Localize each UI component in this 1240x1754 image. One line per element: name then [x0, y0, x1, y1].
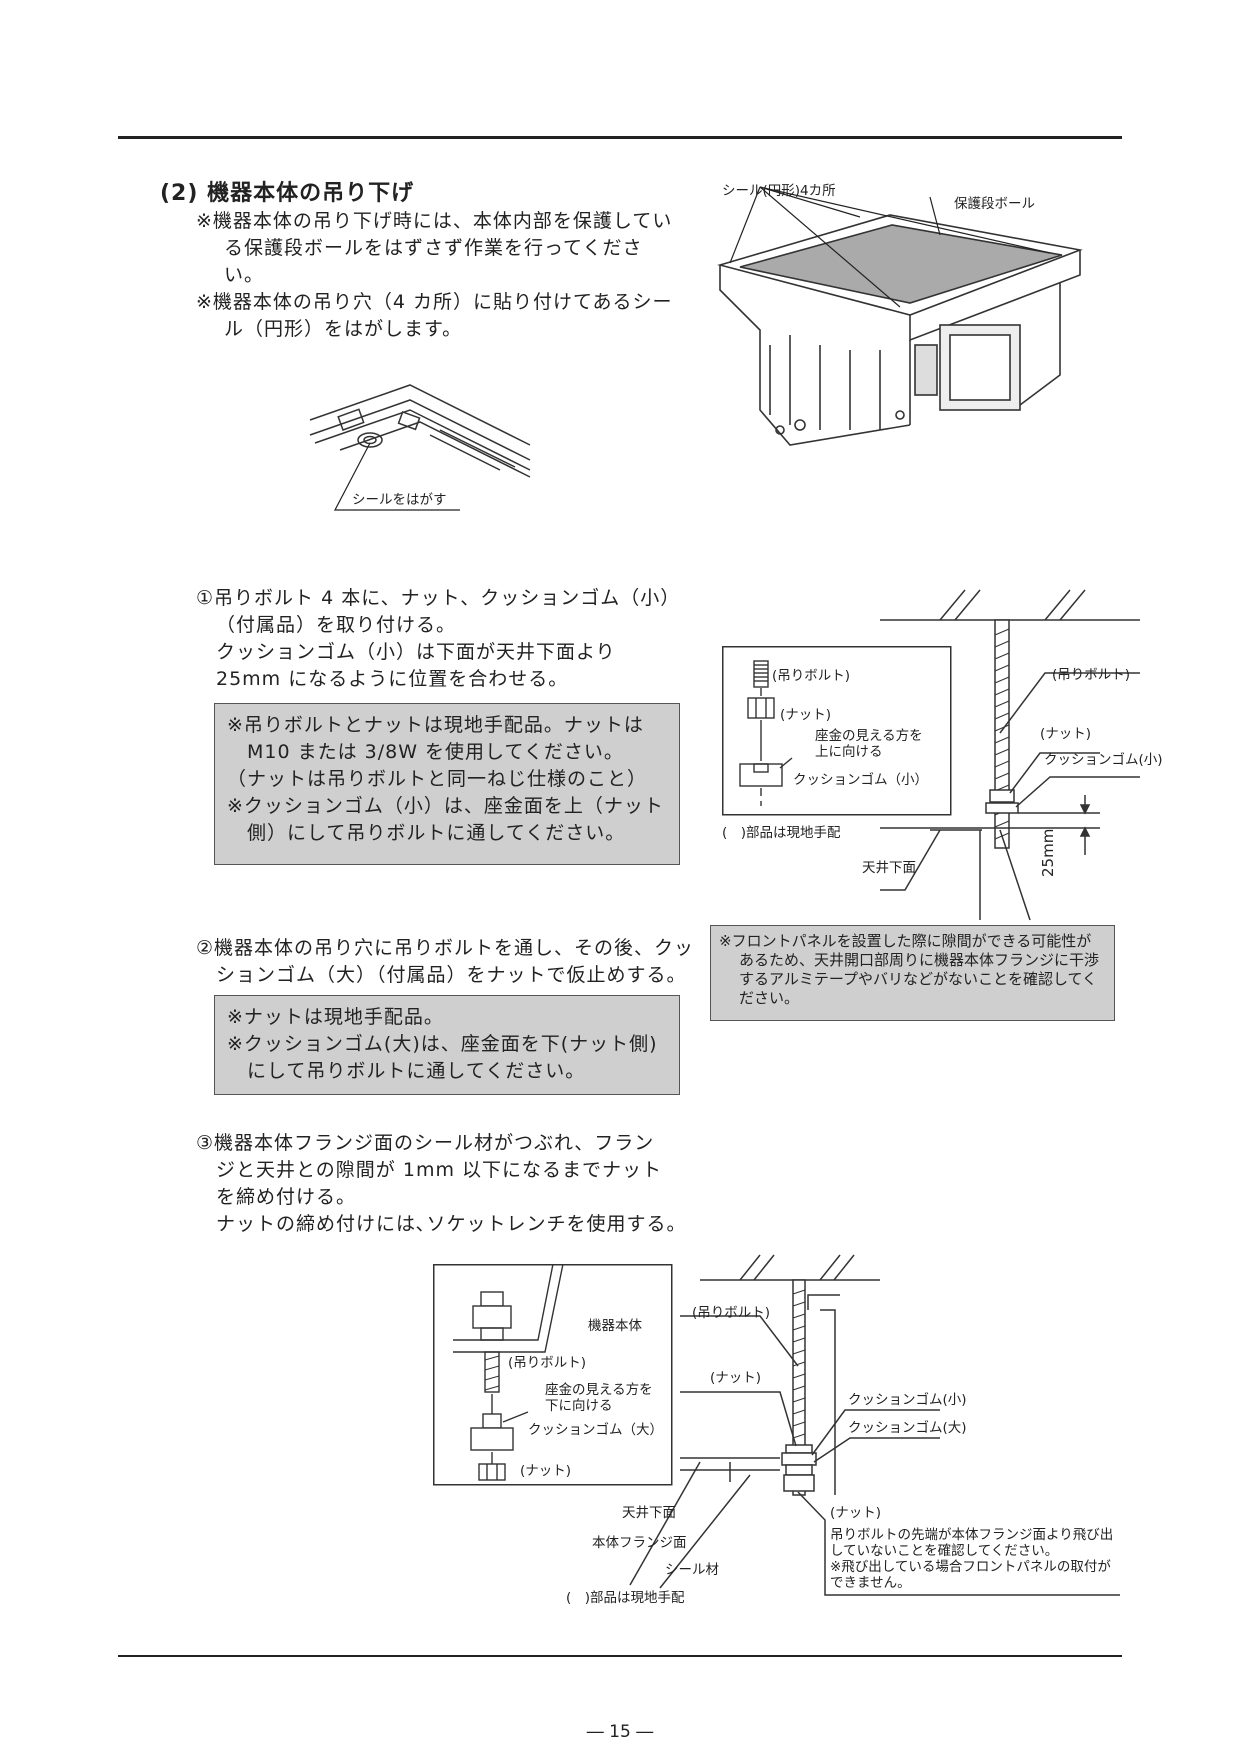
warning-text: ※フロントパネルを設置した際に隙間ができる可能性があるため、天井開口部周りに機器…	[719, 932, 1100, 1007]
inset-label-cushion-large: クッションゴム（大）	[528, 1422, 663, 1438]
inset-label-bolt: (吊りボルト)	[772, 668, 851, 684]
step2-line-1: ②機器本体の吊り穴に吊りボルトを通し、その後、クッ	[196, 937, 695, 959]
label-25mm: 25mm	[1039, 828, 1057, 877]
cushion-small-inset	[722, 646, 952, 816]
step2-box-1: ※ナットは現地手配品。	[227, 1006, 444, 1028]
step1-note-box: ※吊りボルトとナットは現地手配品。ナットは M10 または 3/8W を使用して…	[214, 703, 680, 865]
intro-notes: ※機器本体の吊り下げ時には、本体内部を保護している保護段ボールをはずさず作業を行…	[196, 208, 676, 343]
label-flange-face: 本体フランジ面	[592, 1535, 687, 1551]
inset-label-nut: (ナット)	[780, 707, 832, 723]
front-panel-warning-box: ※フロントパネルを設置した際に隙間ができる可能性があるため、天井開口部周りに機器…	[710, 925, 1115, 1021]
inset-label-washer-up: 座金の見える方を上に向ける	[815, 728, 923, 760]
label-cushion-large-b: クッションゴム(大)	[848, 1420, 967, 1436]
step2-note-box: ※ナットは現地手配品。 ※クッションゴム(大)は、座金面を下(ナット側)にして吊…	[214, 995, 680, 1095]
step1-box-3: ※クッションゴム（小）は、座金面を上（ナット側）にして吊りボルトに通してください…	[227, 795, 664, 844]
page-number: ― 15 ―	[586, 1722, 654, 1742]
step1-box-1: ※吊りボルトとナットは現地手配品。ナットは M10 または 3/8W を使用して…	[227, 714, 644, 763]
step3-line-1: ③機器本体フランジ面のシール材がつぶれ、フラン	[196, 1132, 655, 1154]
footer-rule	[118, 1655, 1122, 1657]
label-bolt-b: (吊りボルト)	[692, 1305, 771, 1321]
step3-line-2: ジと天井との隙間が 1mm 以下になるまでナット	[216, 1159, 662, 1181]
step3-line-3: を締め付ける。	[216, 1186, 357, 1208]
intro-note-2: ※機器本体の吊り穴（4 カ所）に貼り付けてあるシール（円形）をはがします。	[196, 291, 673, 340]
inset-label-washer-down: 座金の見える方を下に向ける	[545, 1382, 653, 1414]
step1-line-3: クッションゴム（小）は下面が天井下面より	[216, 641, 616, 663]
step3-text: ③機器本体フランジ面のシール材がつぶれ、フラン ジと天井との隙間が 1mm 以下…	[196, 1130, 696, 1238]
inset-label-bolt-b: (吊りボルト)	[508, 1355, 587, 1371]
intro-note-1: ※機器本体の吊り下げ時には、本体内部を保護している保護段ボールをはずさず作業を行…	[196, 210, 673, 286]
label-ceiling-surface: 天井下面	[862, 860, 916, 876]
step1-line-1: ①吊りボルト 4 本に、ナット、クッションゴム（小）	[196, 587, 681, 609]
bolt-ceiling-diagram	[880, 589, 1140, 921]
inset-label-nut-b: (ナット)	[520, 1463, 572, 1479]
label-cushion-small: クッションゴム(小)	[1044, 752, 1163, 768]
step2-box-2: ※クッションゴム(大)は、座金面を下(ナット側)にして吊りボルトに通してください…	[227, 1033, 658, 1082]
label-nut-bottom: (ナット)	[830, 1505, 882, 1521]
bolt-tip-note-1: 吊りボルトの先端が本体フランジ面より飛び出していないことを確認してください。	[830, 1527, 1114, 1559]
step1-box-2: （ナットは吊りボルトと同一ねじ仕様のこと）	[227, 768, 648, 790]
inset-label-cushion-small: クッションゴム（小）	[793, 772, 928, 788]
inset-label-local-parts: ( )部品は現地手配	[722, 825, 841, 841]
bolt-flange-diagram	[629, 1254, 1120, 1596]
seal-detail-illustration	[309, 384, 531, 511]
label-bolt: (吊りボルト)	[1052, 667, 1131, 683]
label-local-parts-b: ( )部品は現地手配	[566, 1590, 685, 1606]
machine-body-illustration	[717, 186, 1083, 446]
inset-label-body: 機器本体	[588, 1318, 642, 1334]
label-nut: (ナット)	[1040, 726, 1092, 742]
section-title: (2) 機器本体の吊り下げ	[160, 181, 415, 206]
step2-text: ②機器本体の吊り穴に吊りボルトを通し、その後、クッ ションゴム（大）（付属品）を…	[196, 935, 696, 989]
label-ceiling-b: 天井下面	[622, 1505, 676, 1521]
bolt-tip-note-2: ※飛び出している場合フロントパネルの取付ができません。	[830, 1559, 1111, 1591]
step2-line-2: ションゴム（大）（付属品）をナットで仮止めする。	[216, 964, 687, 986]
step1-line-2: （付属品）を取り付ける。	[216, 614, 457, 636]
step3-line-4: ナットの締め付けには､ソケットレンチを使用する。	[216, 1213, 687, 1235]
label-seal-material: シール材	[665, 1562, 719, 1578]
label-cardboard: 保護段ボール	[954, 196, 1035, 212]
label-seal-4: シール(円形)4カ所	[722, 183, 836, 199]
label-nut-top: (ナット)	[710, 1370, 762, 1386]
bolt-tip-note: 吊りボルトの先端が本体フランジ面より飛び出していないことを確認してください。 ※…	[830, 1527, 1122, 1591]
header-rule	[118, 136, 1122, 139]
cushion-large-inset	[433, 1263, 673, 1486]
step1-line-4: 25mm になるように位置を合わせる。	[216, 668, 569, 690]
label-cushion-small-b: クッションゴム(小)	[848, 1392, 967, 1408]
step1-text: ①吊りボルト 4 本に、ナット、クッションゴム（小） （付属品）を取り付ける。 …	[196, 585, 686, 693]
label-peel-seal: シールをはがす	[352, 492, 447, 508]
